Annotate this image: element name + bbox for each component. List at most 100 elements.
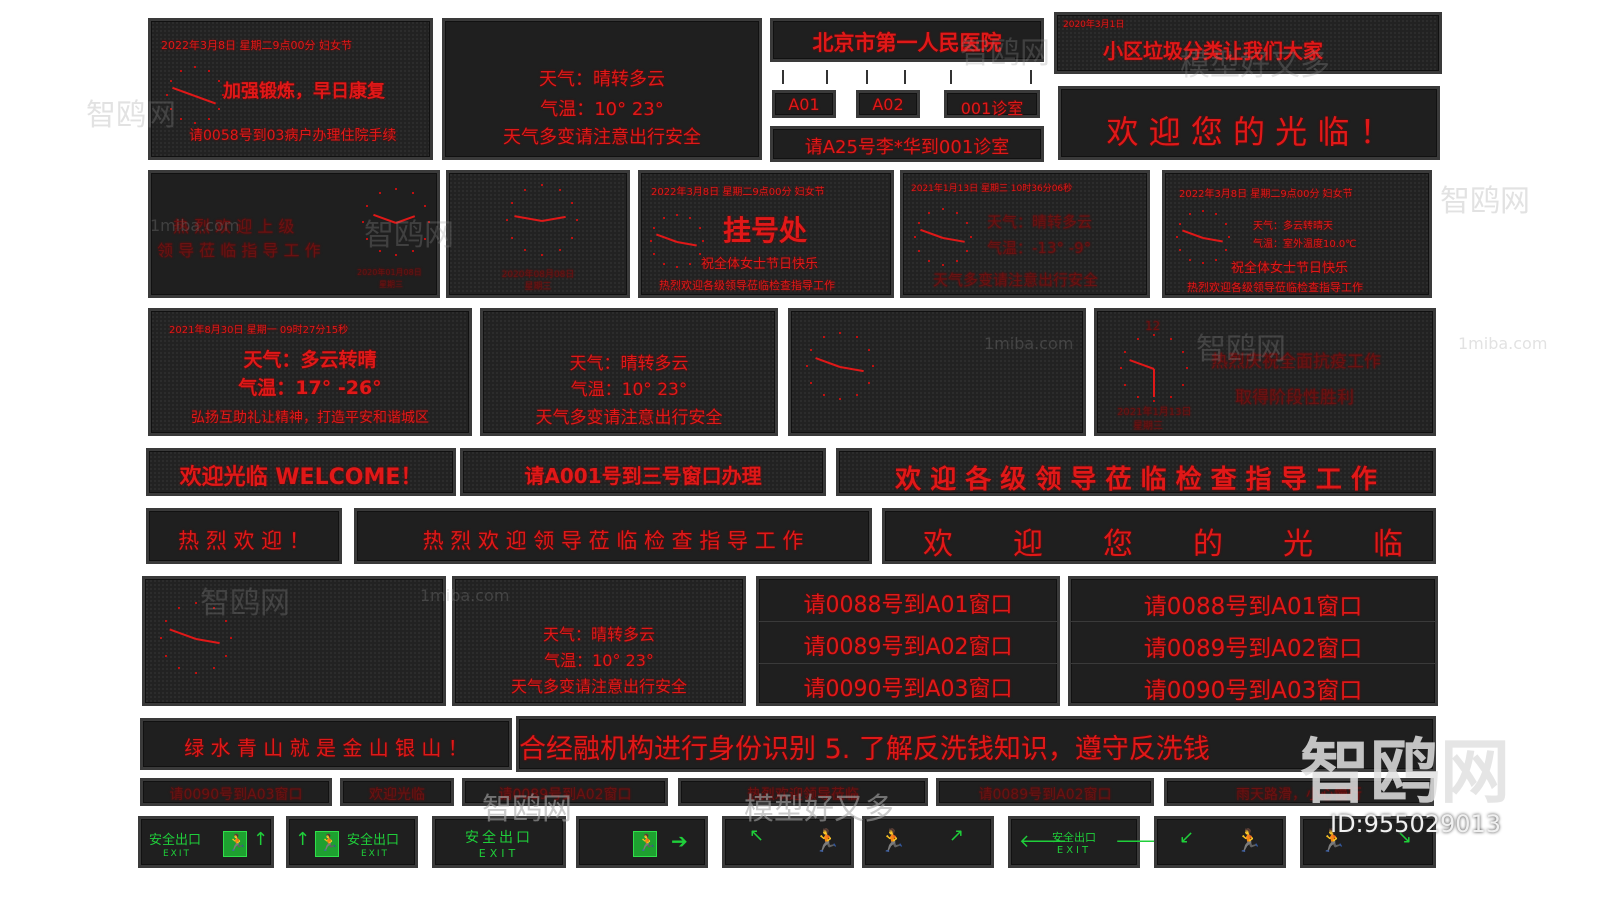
weather-note: 天气多变请注意出行安全 [535,408,723,428]
panel-title: 小区垃圾分类让我们大家 [1103,39,1323,63]
tag-a02: A02 [856,90,920,118]
clock-tick [222,94,224,96]
panel-foot: 热烈欢迎各级领导莅临检查指导工作 [1187,281,1363,294]
clock-tick [1124,350,1127,353]
panel-week: 星期三 [524,282,552,292]
weather-note: 天气多变请注意出行安全 [510,677,687,696]
strip-text: 请0089号到A02窗口 [498,787,632,803]
panel-foot: 弘扬互助礼让精神，打造平安和谐城区 [191,410,429,426]
watermark-id: ID:955029013 [1330,810,1502,838]
weather-text: 天气：多云转晴 [243,349,377,371]
clock-icon [1175,209,1231,265]
clock-tick [928,260,930,263]
led-panel-leaders: 热 烈 欢 迎 上 级 领 导 莅 临 指 导 工 作 2020年01月08日 … [148,170,440,298]
watermark-url: 1miba.com [984,334,1074,353]
panel-line2: 取得阶段性胜利 [1235,388,1354,408]
watermark-url: 1miba.com [420,586,510,605]
clock-icon [1119,333,1189,403]
led-strip-call: 请A001号到三号窗口办理 [460,448,826,496]
clock-tick [558,249,561,252]
clock-tick [1202,210,1204,212]
clock-tick [423,237,426,240]
clock-icon [805,331,875,401]
led-panel-antiepidemic: 12 热烈庆祝全面抗疫工作 取得阶段性胜利 2021年1月13日 星期三 [1094,308,1436,436]
clock-tick [1202,262,1204,264]
arrow-left-icon: 🡐 [1019,831,1068,852]
arrow-up-right-icon: ↗ [949,825,965,846]
clock-tick [218,80,221,82]
panel-main-text: 加强锻炼，早日康复 [223,81,385,102]
arrow-up-left-icon: ↖ [749,825,765,846]
clock-tick [1189,213,1191,216]
clock-tick [541,184,543,186]
clock-tick [1186,367,1188,369]
clock-tick [942,208,944,210]
led-panel-dim-clock [788,308,1086,436]
clock-tick [395,188,397,190]
exit-sign: 🏃 ➔ [576,816,708,868]
clock-tick [966,222,969,224]
arrow-right-icon: ➔ [671,829,688,853]
hospital-name: 北京市第一人民医院 [812,31,1002,55]
panel-sub-text: 祝全体女士节日快乐 [1231,261,1349,276]
temperature-text: 气温：17° -26° [238,377,382,399]
arrow-up-icon: ↑ [295,829,311,850]
strip-text: 请A001号到三号窗口办理 [524,464,762,488]
clock-tick [914,236,916,238]
watermark-text: 模型好又多 [744,792,894,827]
clock-tick [177,667,180,670]
exit-label: 安全出口 [465,830,533,846]
clock-tick [571,201,574,204]
clock-tick [698,227,701,229]
strip-text: 雨天路滑，小心慢行 [1236,787,1362,803]
watermark-text: 智鸥网 [960,36,1050,71]
led-panel-weather-clock: 2021年1月13日 星期三 10时36分06秒 天气：晴转多云 气温：-13°… [900,170,1150,298]
clock-tick [942,264,944,266]
mini-strip: 请0089号到A02窗口 [462,778,668,806]
exit-sign: ↙ 🏃 [1154,816,1286,868]
clock-tick [676,214,678,216]
strip-char: 迎 [1013,527,1043,562]
clock-tick [650,240,652,242]
clock-tick [822,393,825,396]
clock-tick [676,266,678,268]
clock-tick [423,204,426,207]
clock-tick [956,211,958,214]
running-man-icon: 🏃 [1235,829,1263,854]
clock-tick [663,262,665,265]
clock-tick [523,188,526,191]
clock-tick [867,348,870,351]
tag-clinic: 001诊室 [944,90,1040,118]
clock-tick [428,221,430,223]
mini-strip: 请0090号到A03窗口 [140,778,332,806]
strip-text: 合经融机构进行身份识别 5. 了解反洗钱知识，遵守反洗钱 [519,734,1210,765]
tag-label: A01 [788,95,820,114]
temperature-text: 气温：室外温度10.0℃ [1253,239,1357,250]
clock-tick [810,381,813,384]
clock-tick [1181,350,1184,353]
arrow-up-icon: ↑ [253,829,269,850]
panel-date: 2022年3月8日 星期二9点00分 妇女节 [161,39,352,52]
clock-tick [194,66,196,68]
clock-tick [208,118,210,121]
strip-text: 绿 水 青 山 就 是 金 山 银 山 ！ [184,736,468,760]
arrow-down-right-icon: ↘ [1397,827,1413,848]
mini-strip: 欢迎光临 [340,778,454,806]
exit-en: EXIT [1056,845,1092,856]
strip-char: 欢 [923,527,953,562]
led-panel-health: 2022年3月8日 星期二9点00分 妇女节 加强锻炼，早日康复 请0058号到… [148,18,433,160]
clock-tick [212,606,215,609]
clock-tick [366,237,369,240]
panel-sub-text: 祝全体女士节日快乐 [701,257,819,272]
clock-tick [169,80,172,82]
watermark-text: 智鸥网 [364,218,454,253]
clock-tick [395,254,397,256]
clock-tick [558,188,561,191]
strip-char: 光 [1283,527,1313,562]
running-man-icon: 🏃 [633,831,657,857]
clock-tick [1124,383,1127,386]
welcome-text: 欢 迎 您 的 光 临 ！ [1106,113,1392,151]
clock-tick [702,240,704,242]
panel-date: 2021年1月13日 [1117,407,1192,418]
weather-text: 天气：晴转多云 [569,354,689,374]
